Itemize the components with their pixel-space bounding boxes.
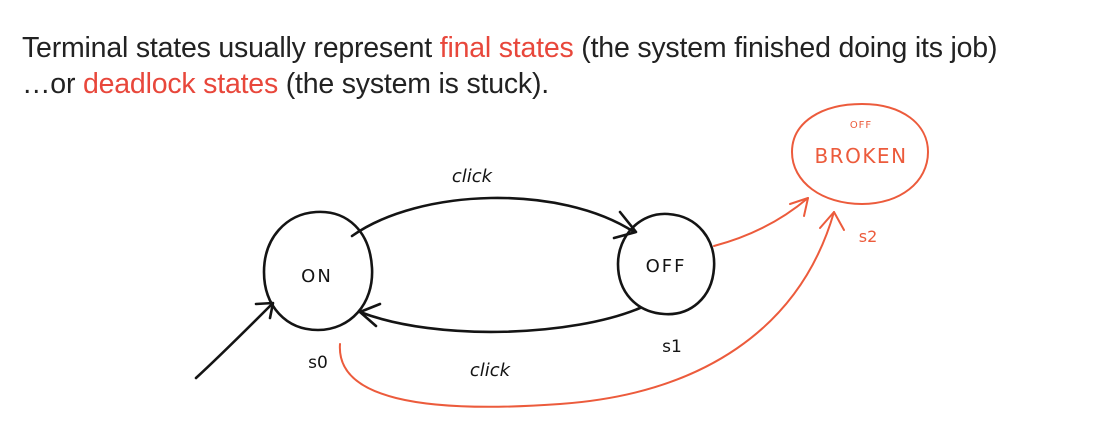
text-line-1-start: Terminal states usually represent — [22, 32, 440, 64]
state-off-label: OFF — [646, 256, 687, 277]
text-line-1: Terminal states usually represent final … — [22, 30, 1092, 66]
state-broken: OFF BROKEN s2 — [791, 103, 929, 246]
state-on-label: ON — [301, 266, 333, 287]
text-line-1-end: (the system finished doing its job) — [573, 32, 998, 64]
transition-on-to-off: click — [350, 166, 638, 240]
state-broken-label: BROKEN — [814, 144, 907, 168]
transition-off-to-broken — [713, 197, 809, 247]
transition-off-to-on: click — [358, 302, 642, 381]
state-on: ON s0 — [262, 210, 374, 373]
state-broken-small-label: OFF — [850, 120, 872, 131]
state-on-name: s0 — [308, 353, 328, 373]
transition-off-to-on-label: click — [470, 360, 512, 381]
text-line-2-start: …or — [22, 68, 83, 100]
text-line-2-end: (the system is stuck). — [278, 68, 549, 100]
state-off-name: s1 — [662, 337, 682, 357]
state-broken-name: s2 — [859, 227, 878, 246]
transition-on-to-broken — [338, 211, 845, 408]
deadlock-states-highlight: deadlock states — [82, 68, 279, 100]
transition-on-to-off-label: click — [452, 166, 494, 187]
final-states-highlight: final states — [439, 32, 574, 64]
slide-text: Terminal states usually represent final … — [22, 30, 1092, 102]
initial-arrow — [194, 301, 275, 380]
state-off: OFF s1 — [616, 212, 716, 357]
text-line-2: …or deadlock states (the system is stuck… — [22, 66, 1092, 102]
